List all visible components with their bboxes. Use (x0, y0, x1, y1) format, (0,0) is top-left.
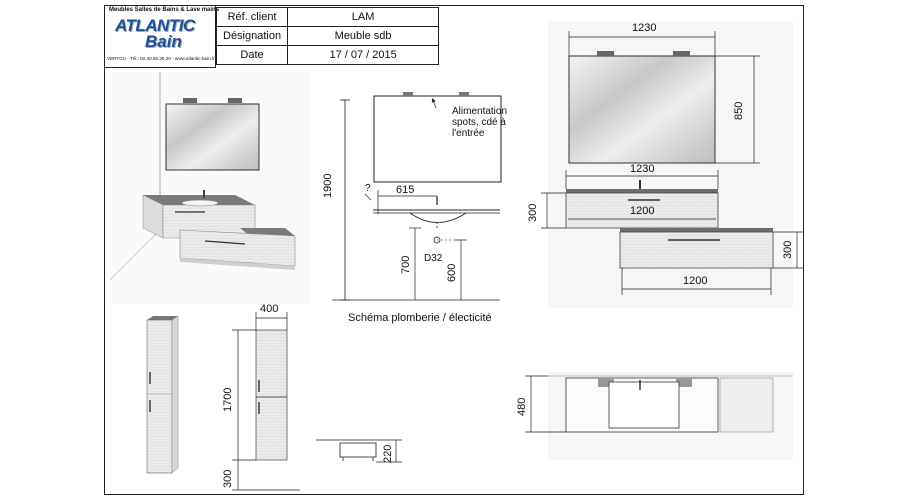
logo-bottom-line: VERTOU - Tél.: 02.40.80.30.20 - www.atla… (107, 56, 215, 61)
column-perspective (146, 315, 179, 474)
upper-drawer-width-label: 1200 (630, 205, 655, 217)
logo: Meubles Salles de Bains & Lave mains ATL… (105, 6, 220, 68)
height-600-label: 600 (446, 263, 458, 282)
mirror-height-label: 850 (733, 101, 745, 120)
drain-label: D32 (424, 253, 443, 264)
info-value: Meuble sdb (287, 26, 440, 46)
small-unit-height-label: 220 (382, 444, 394, 463)
column-base-label: 300 (222, 469, 234, 488)
column-elevation (232, 312, 300, 491)
info-label: Réf. client (215, 7, 289, 27)
info-table: Réf. client LAM Désignation Meuble sdb D… (215, 7, 440, 65)
logo-top-line: Meubles Salles de Bains & Lave mains (109, 7, 220, 13)
plumbing-caption: Schéma plomberie / électicité (348, 312, 492, 324)
info-label: Date (215, 45, 289, 65)
info-row: Désignation Meuble sdb (215, 26, 440, 46)
column-width-label: 400 (260, 303, 279, 315)
side-height-label: 480 (516, 397, 528, 416)
side-elevation (525, 372, 793, 460)
lower-cabinet-height-label: 300 (782, 240, 794, 259)
upper-cabinet-height-label: 300 (527, 203, 539, 222)
logo-brand-line2: Bain (145, 32, 182, 51)
info-label: Désignation (215, 26, 289, 46)
lower-drawer-width-label: 1200 (683, 275, 708, 287)
plumbing-width-label: 615 (396, 184, 415, 196)
top-width-label: 1230 (630, 163, 655, 175)
perspective-view (109, 72, 310, 304)
logo-brand-line1: ATLANTIC (115, 16, 195, 35)
column-height-label: 1700 (222, 387, 234, 412)
front-elevation (541, 22, 803, 308)
info-value: 17 / 07 / 2015 (287, 45, 440, 65)
question-mark: ? (365, 183, 371, 194)
mirror-width-label: 1230 (632, 22, 657, 34)
plumbing-schematic (332, 92, 502, 301)
plumbing-annotation: Alimentation spots, cdé à l'entrée (452, 106, 508, 139)
info-row: Réf. client LAM (215, 7, 440, 27)
plumbing-height-label: 1900 (322, 173, 334, 198)
height-700-label: 700 (400, 255, 412, 274)
small-unit-elevation (316, 439, 402, 463)
info-row: Date 17 / 07 / 2015 (215, 45, 440, 65)
